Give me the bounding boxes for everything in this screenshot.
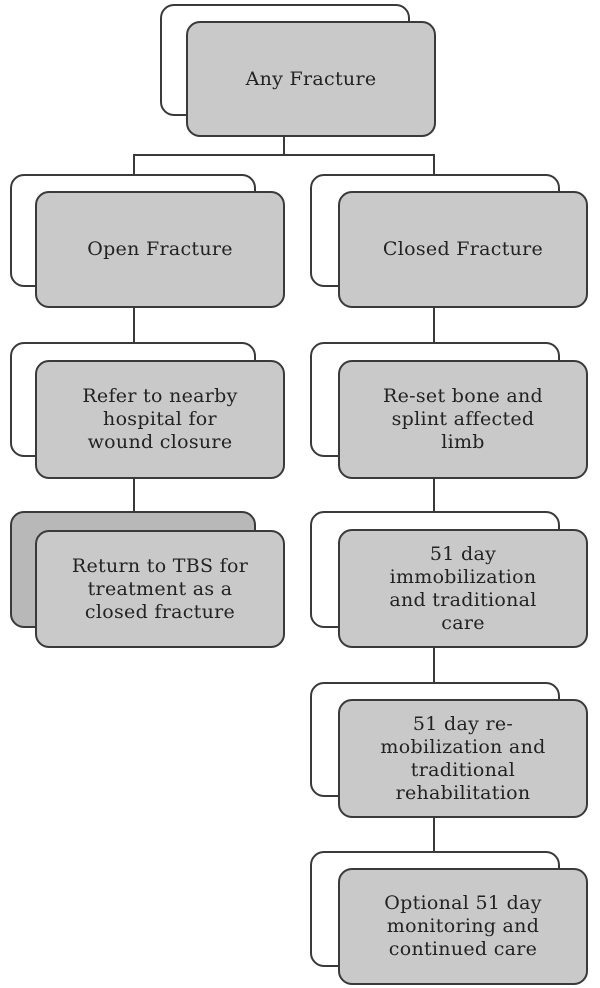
- connector-refer-to-return: [133, 477, 135, 511]
- node-box: Refer to nearby hospital for wound closu…: [35, 360, 285, 479]
- connector-to-open: [133, 154, 135, 174]
- node-box: 51 day re- mobilization and traditional …: [338, 699, 588, 818]
- node-label: 51 day re- mobilization and traditional …: [380, 712, 546, 804]
- node-label: Refer to nearby hospital for wound closu…: [82, 385, 238, 453]
- connector-reset-to-immobilization: [433, 477, 435, 511]
- node-label: Closed Fracture: [382, 238, 544, 260]
- connector-remobilization-to-monitoring: [433, 816, 435, 851]
- node-label: Re-set bone and splint affected limb: [383, 385, 543, 453]
- connector-immobilization-to-remobilization: [433, 646, 435, 682]
- node-box: Open Fracture: [35, 191, 285, 308]
- node-box: 51 day immobilization and traditional ca…: [338, 529, 588, 648]
- node-label: Open Fracture: [87, 238, 233, 260]
- node-box: Closed Fracture: [338, 191, 588, 308]
- node-box: Optional 51 day monitoring and continued…: [338, 868, 588, 985]
- node-label: Any Fracture: [245, 67, 377, 90]
- connector-open-to-refer: [133, 306, 135, 342]
- connector-root-horizontal: [133, 154, 435, 156]
- connector-to-closed: [433, 154, 435, 174]
- connector-root-down: [283, 135, 285, 155]
- node-label: Return to TBS for treatment as a closed …: [71, 554, 249, 623]
- node-box: Re-set bone and splint affected limb: [338, 360, 588, 479]
- node-box: Any Fracture: [186, 21, 436, 137]
- node-label: 51 day immobilization and traditional ca…: [389, 542, 537, 634]
- node-box: Return to TBS for treatment as a closed …: [35, 530, 285, 648]
- connector-closed-to-reset: [433, 306, 435, 342]
- node-label: Optional 51 day monitoring and continued…: [384, 892, 542, 960]
